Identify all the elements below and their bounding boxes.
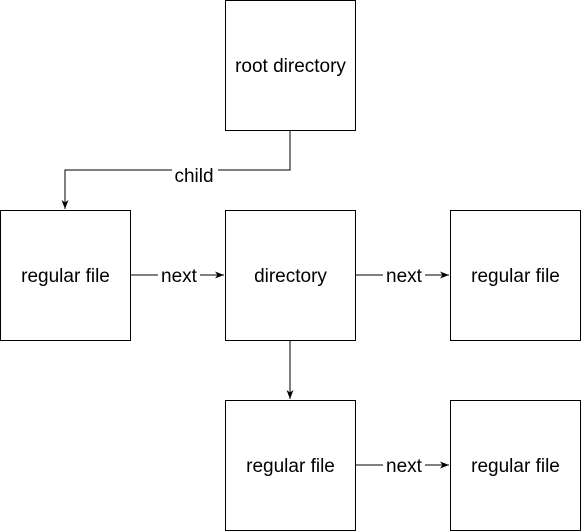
- node-label: regular file: [21, 266, 110, 287]
- edge-file3-to-file4: next: [355, 453, 449, 477]
- edge-file1-to-dir: next: [130, 263, 224, 287]
- node-label: directory: [254, 266, 327, 287]
- node-directory: directory: [225, 210, 356, 341]
- edge-label-next: next: [386, 456, 423, 477]
- node-regular-file: regular file: [450, 400, 581, 531]
- node-label: regular file: [246, 456, 335, 477]
- node-label: regular file: [471, 456, 560, 477]
- node-regular-file: regular file: [0, 210, 131, 341]
- node-root-directory: root directory: [225, 0, 356, 131]
- node-regular-file: regular file: [225, 400, 356, 531]
- edge-root-to-file1: child: [61, 130, 291, 209]
- edge-label-child: child: [174, 166, 213, 187]
- edge-dir-to-file2: next: [355, 263, 449, 287]
- node-label: regular file: [471, 266, 560, 287]
- edge-label-next: next: [386, 266, 423, 287]
- node-regular-file: regular file: [450, 210, 581, 341]
- edge-label-next: next: [161, 266, 198, 287]
- node-label: root directory: [235, 56, 346, 77]
